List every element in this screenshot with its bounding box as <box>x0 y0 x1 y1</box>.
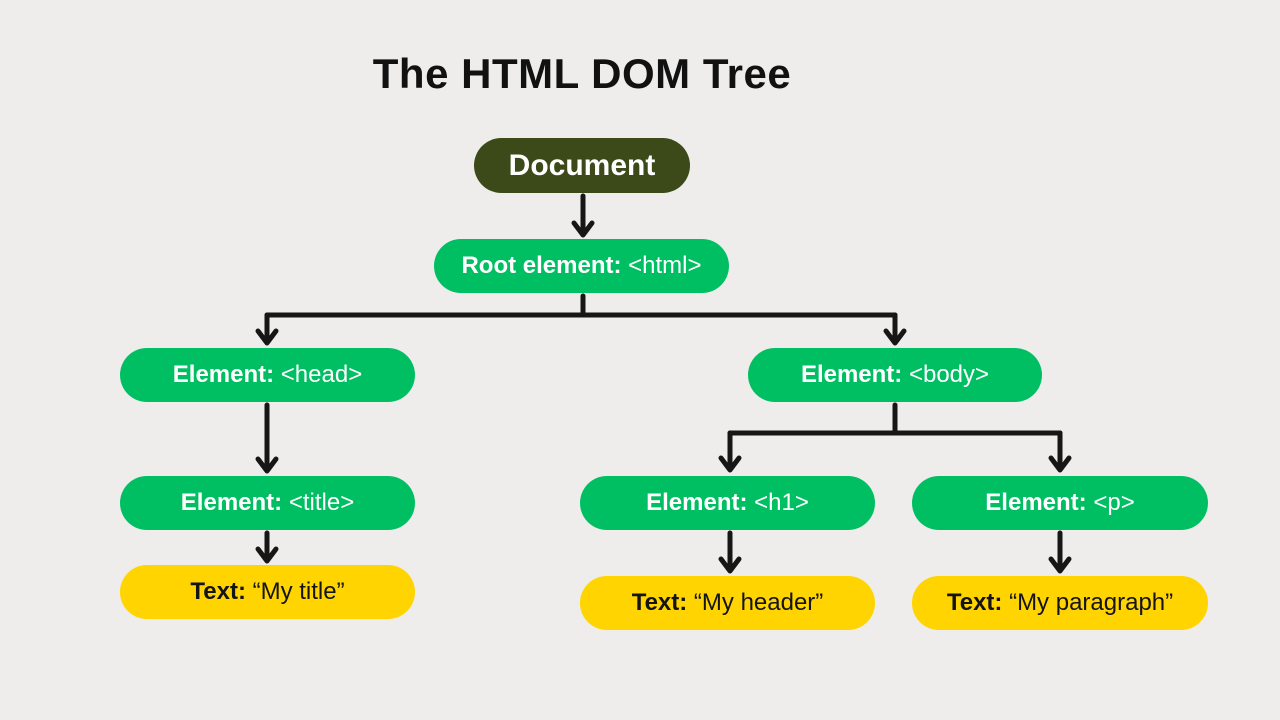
arrow-document-to-html <box>571 193 595 238</box>
node-label-value: <h1> <box>747 489 809 516</box>
node-element-title: Element: <title> <box>120 476 415 530</box>
node-label-bold: Document <box>508 148 656 182</box>
node-label-bold: Text: <box>190 578 246 605</box>
node-label-bold: Element: <box>646 489 748 516</box>
node-label-value: <title> <box>282 489 355 516</box>
node-label-bold: Element: <box>180 489 283 516</box>
node-label-value: “My paragraph” <box>1002 589 1174 616</box>
node-label-value: <body> <box>902 361 990 388</box>
arrow-h1-to-text <box>718 530 742 574</box>
node-text-my-header: Text: “My header” <box>580 576 875 630</box>
node-label-bold: Root element: <box>461 252 622 279</box>
node-label-bold: Element: <box>985 489 1087 516</box>
node-text-my-paragraph: Text: “My paragraph” <box>912 576 1208 630</box>
node-label-bold: Text: <box>946 589 1003 616</box>
node-label-bold: Element: <box>800 361 903 388</box>
node-element-h1: Element: <h1> <box>580 476 875 530</box>
arrow-title-to-text <box>255 530 279 564</box>
node-element-head: Element: <head> <box>120 348 415 402</box>
node-element-p: Element: <p> <box>912 476 1208 530</box>
node-label-value: <p> <box>1086 489 1135 516</box>
node-label-value: “My header” <box>687 589 824 616</box>
node-label-value: <html> <box>621 252 702 279</box>
branch-body-to-h1-p <box>718 402 1072 473</box>
branch-root-to-head-body <box>255 293 907 346</box>
arrow-p-to-text <box>1048 530 1072 574</box>
node-label-value: “My title” <box>245 578 345 605</box>
node-element-body: Element: <body> <box>748 348 1042 402</box>
node-label-bold: Element: <box>172 361 275 388</box>
node-label-bold: Text: <box>631 589 688 616</box>
diagram-title: The HTML DOM Tree <box>372 50 792 97</box>
node-root-element-html: Root element: <html> <box>434 239 729 293</box>
node-text-my-title: Text: “My title” <box>120 565 415 619</box>
node-label-value: <head> <box>274 361 363 388</box>
node-document: Document <box>474 138 690 193</box>
arrow-head-to-title <box>255 402 279 474</box>
